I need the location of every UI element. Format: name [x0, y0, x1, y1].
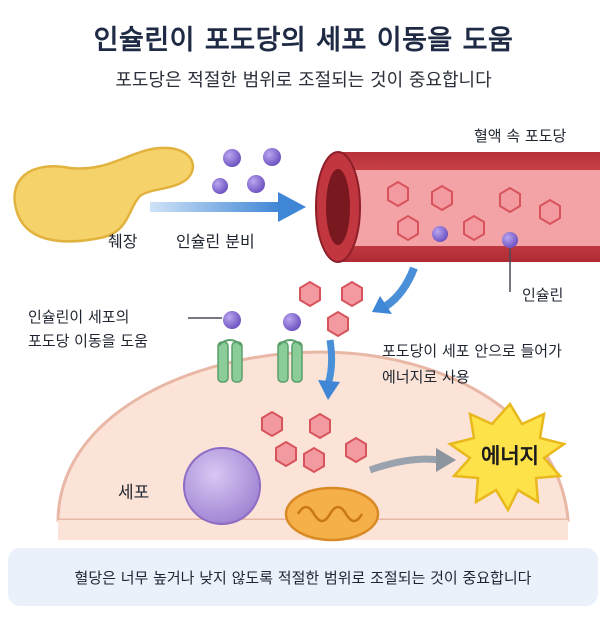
insulin-label: 인슐린: [522, 286, 564, 304]
energy-burst: [447, 401, 567, 513]
vessel-to-cell-arrow: [372, 266, 418, 314]
insulin-in-blood: [432, 226, 518, 248]
cell-label: 세포: [118, 483, 150, 503]
insulin-helps-line2: 포도당 이동을 도움: [28, 332, 148, 350]
nucleus: [183, 447, 261, 525]
page-subtitle: 포도당은 적절한 범위로 조절되는 것이 중요합니다: [115, 70, 492, 91]
footer-text: 혈당은 너무 높거나 낮지 않도록 적절한 범위로 조절되는 것이 중요합니다: [74, 568, 532, 587]
insulin-receptor: [277, 313, 303, 383]
insulin-secretion-label: 인슐린 분비: [176, 232, 255, 251]
mitochondria: [284, 486, 380, 542]
pancreas-label: 췌장: [108, 232, 138, 251]
blood-glucose-label: 혈액 속 포도당: [474, 127, 567, 145]
glucose-enters-line2: 에너지로 사용: [382, 368, 470, 386]
insulin-receptor: [217, 311, 243, 383]
glucose-enters-line1: 포도당이 세포 안으로 들어가: [382, 342, 562, 360]
energy-label: 에너지: [481, 444, 539, 468]
secretion-arrow: [150, 192, 306, 222]
glucose-outside-cell: [299, 280, 363, 338]
footer-note: 혈당은 너무 높거나 낮지 않도록 적절한 범위로 조절되는 것이 중요합니다: [8, 548, 598, 606]
to-energy-arrow: [368, 448, 456, 474]
insulin-particles: [212, 148, 281, 194]
into-cell-arrow: [318, 339, 340, 400]
insulin-helps-line1: 인슐린이 세포의: [28, 308, 130, 326]
pancreas: [13, 146, 195, 243]
page-title: 인슐린이 포도당의 세포 이동을 도움: [93, 25, 514, 56]
glucose-in-blood: [387, 180, 561, 242]
glucose-inside-cell: [261, 410, 367, 474]
